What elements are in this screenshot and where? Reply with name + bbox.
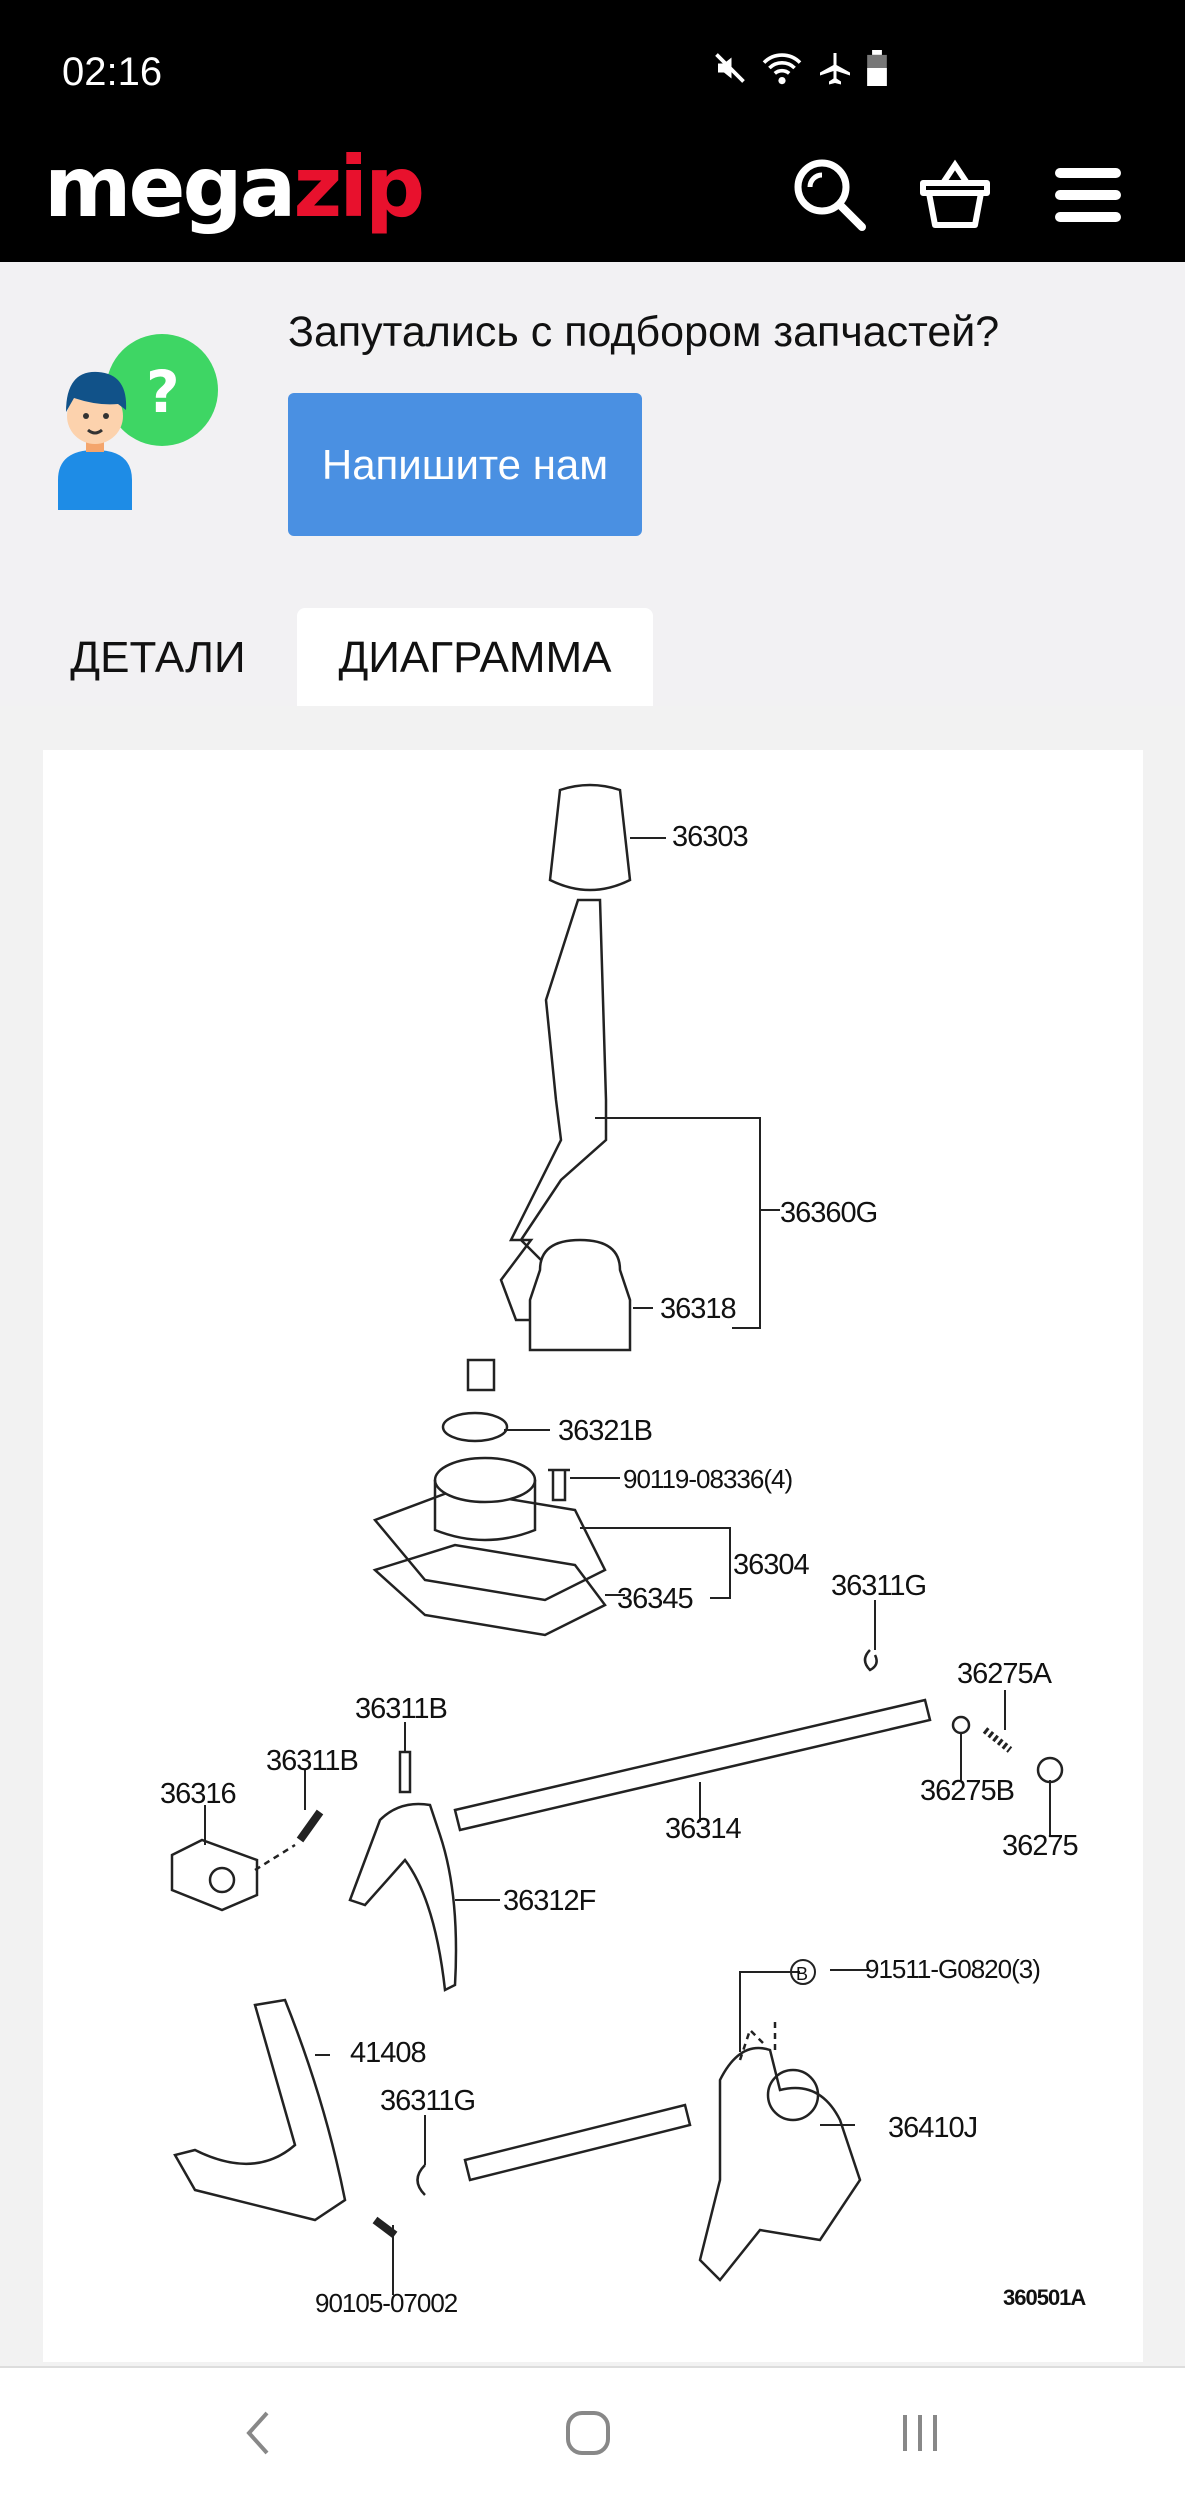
label-36311B-upper: 36311B [355,1693,447,1725]
label-36312F: 36312F [503,1885,596,1917]
label-91511: 91511-G0820(3) [865,1954,1040,1984]
label-36304: 36304 [733,1549,810,1581]
logo-text-mega: mega [44,138,296,236]
logo-text-zip: zip [293,138,425,236]
search-icon[interactable] [790,155,870,235]
system-nav-bar [0,2366,1185,2500]
shift-knob [548,783,632,892]
menu-icon[interactable] [1048,155,1128,235]
tab-details[interactable]: ДЕТАЛИ [70,633,246,682]
shift-shaft [463,2103,692,2182]
label-36345: 36345 [617,1583,693,1615]
status-bar: 02:16 [0,0,1185,130]
selector-housing [698,2046,862,2282]
clock: 02:16 [62,50,163,94]
parts-diagram[interactable]: 36303 36360G 36318 36321B 90119-08336(4)… [43,750,1143,2362]
shift-block [170,1838,259,1912]
label-36321B: 36321B [558,1415,652,1447]
megazip-logo[interactable]: megazip [44,138,425,236]
shift-fork-41408 [173,1998,347,2222]
label-36410J: 36410J [888,2112,977,2144]
label-36275: 36275 [1002,1830,1078,1862]
write-us-button[interactable]: Напишите нам [288,393,642,536]
label-91511-marker: B [796,1964,808,1984]
shift-fork-36312F [348,1802,458,1992]
label-36314: 36314 [665,1813,742,1845]
label-36275A: 36275A [957,1658,1053,1690]
shift-rod [453,1698,932,1832]
boot [528,1238,632,1352]
status-icons [712,50,888,86]
label-90119: 90119-08336(4) [623,1464,792,1494]
label-36311G-top: 36311G [831,1570,926,1602]
label-36360G: 36360G [780,1197,877,1229]
diagram-drawing: 36303 36360G 36318 36321B 90119-08336(4)… [160,783,1087,2318]
app-header: megazip [0,130,1185,262]
home-button[interactable] [548,2398,628,2468]
airplane-icon [820,53,850,85]
svg-text:?: ? [146,358,180,426]
back-icon [246,2411,269,2455]
label-41408: 41408 [350,2037,426,2069]
recents-button[interactable] [880,2398,960,2468]
label-36318: 36318 [660,1293,736,1325]
label-36311G-low: 36311G [380,2085,475,2117]
label-36316: 36316 [160,1778,236,1810]
label-36275B: 36275B [920,1775,1014,1807]
tab-diagram[interactable]: ДИАГРАММА [297,608,653,708]
recents-icon [903,2415,937,2451]
label-36303: 36303 [672,821,748,853]
diagram-code: 360501A [1003,2285,1086,2310]
label-36311B: 36311B [266,1745,358,1777]
battery-icon [867,50,887,86]
mute-icon [715,53,745,83]
shift-lever [499,898,608,1322]
back-button[interactable] [218,2398,298,2468]
support-avatar: ? [58,334,218,510]
help-question: Запутались с подбором запчастей? [288,308,1000,356]
home-icon [566,2411,610,2455]
wifi-icon [762,53,802,85]
label-90105: 90105-07002 [315,2288,458,2318]
basket-icon[interactable] [915,155,995,235]
shift-housing [372,1488,607,1602]
